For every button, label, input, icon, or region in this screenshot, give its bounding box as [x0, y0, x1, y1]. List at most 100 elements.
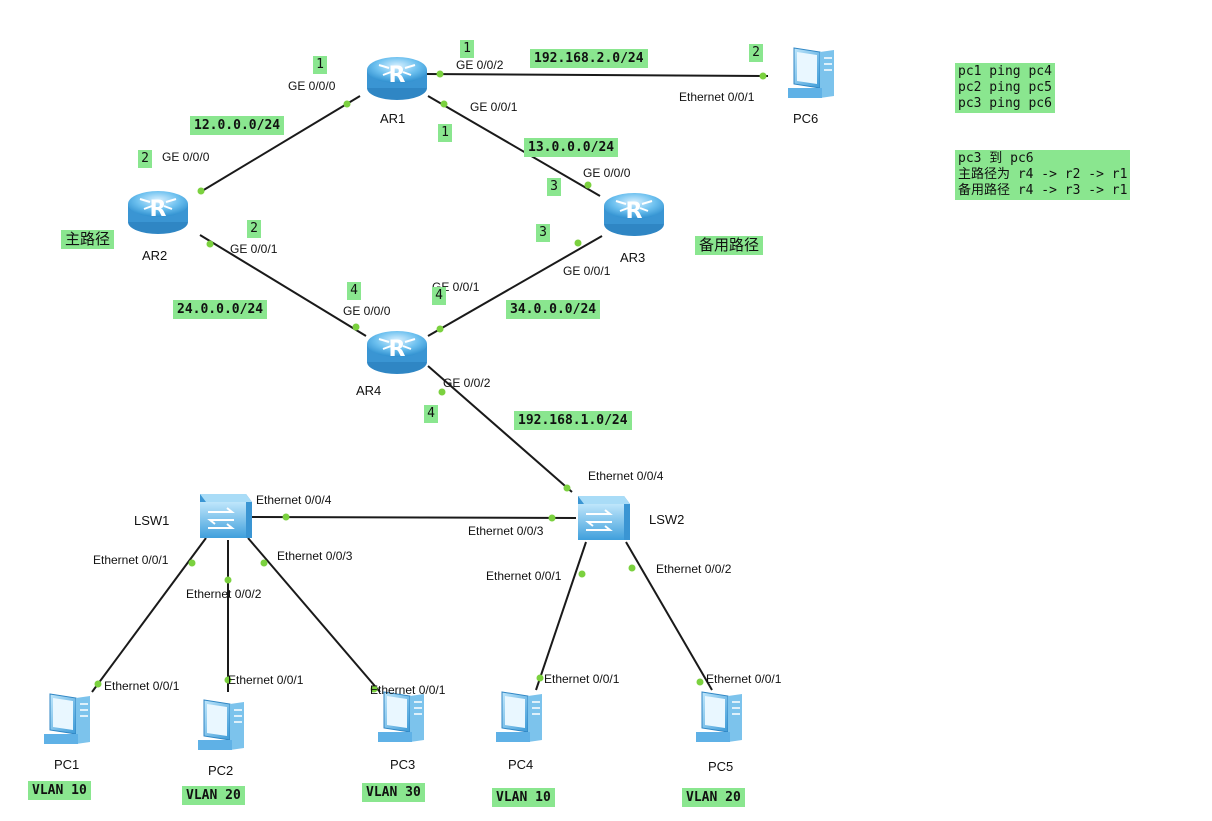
- port-label: Ethernet 0/0/3: [277, 549, 353, 563]
- note-line: pc3 到 pc6: [958, 151, 1034, 166]
- host-id-label: 1: [438, 124, 452, 142]
- router-ar2[interactable]: [127, 190, 189, 235]
- router-ar4[interactable]: [366, 330, 428, 375]
- port-dot: [282, 513, 290, 521]
- port-label: Ethernet 0/0/3: [468, 524, 544, 538]
- port-label: GE 0/0/2: [443, 376, 491, 390]
- port-label: Ethernet 0/0/1: [104, 679, 180, 693]
- port-label: Ethernet 0/0/1: [370, 683, 446, 697]
- port-dot: [584, 181, 592, 189]
- port-dot: [438, 388, 446, 396]
- port-dot: [197, 187, 205, 195]
- port-dot: [260, 559, 268, 567]
- pc-pc2[interactable]: [197, 699, 245, 751]
- port-label: Ethernet 0/0/4: [256, 493, 332, 507]
- router-ar1[interactable]: [366, 56, 428, 101]
- backup-path-tag: 备用路径: [695, 236, 764, 255]
- link-ar4-lsw2: [427, 365, 573, 493]
- pc-pc1[interactable]: [43, 693, 91, 745]
- link-ar3-ar4: [427, 235, 603, 337]
- host-id-label: 2: [138, 150, 152, 168]
- host-id-label: 2: [749, 44, 763, 62]
- link-ar1-pc6: [425, 73, 769, 77]
- vlan-label-pc2: VLAN 20: [182, 786, 245, 805]
- port-label: Ethernet 0/0/2: [186, 587, 262, 601]
- port-dot: [563, 484, 571, 492]
- pc-icon: [43, 693, 91, 745]
- device-label-pc2: PC2: [208, 763, 233, 778]
- port-label: Ethernet 0/0/1: [706, 672, 782, 686]
- link-lsw1-lsw2: [249, 516, 577, 519]
- note-line: 备用路径 r4 -> r3 -> r1: [958, 183, 1128, 198]
- port-label: GE 0/0/0: [162, 150, 210, 164]
- link-ar2-ar4: [199, 234, 367, 337]
- device-label-pc4: PC4: [508, 757, 533, 772]
- subnet-label: 13.0.0.0/24: [524, 138, 619, 157]
- port-dot: [343, 100, 351, 108]
- host-id-label: 3: [547, 178, 561, 196]
- port-dot: [188, 559, 196, 567]
- main-path-tag: 主路径: [61, 230, 115, 249]
- link-lsw1-pc3: [247, 537, 381, 693]
- port-dot: [536, 674, 544, 682]
- switch-lsw2[interactable]: [577, 495, 631, 541]
- note-line: pc3 ping pc6: [958, 96, 1052, 111]
- pc-pc3[interactable]: [377, 691, 425, 743]
- vlan-label-pc4: VLAN 10: [492, 788, 555, 807]
- device-label-pc3: PC3: [390, 757, 415, 772]
- device-label-pc5: PC5: [708, 759, 733, 774]
- pc-icon: [695, 691, 743, 743]
- port-dot: [578, 570, 586, 578]
- port-dot: [696, 678, 704, 686]
- port-dot: [436, 70, 444, 78]
- device-label-lsw2: LSW2: [649, 512, 684, 527]
- vlan-label-pc3: VLAN 30: [362, 783, 425, 802]
- subnet-label: 12.0.0.0/24: [190, 116, 285, 135]
- switch-icon: [199, 493, 253, 539]
- host-id-label: 4: [347, 282, 361, 300]
- port-label: GE 0/0/1: [563, 264, 611, 278]
- note-line: 主路径为 r4 -> r2 -> r1: [958, 167, 1128, 182]
- host-id-label: 4: [432, 287, 446, 305]
- host-id-label: 4: [424, 405, 438, 423]
- pc-icon: [197, 699, 245, 751]
- subnet-label: 192.168.2.0/24: [530, 49, 648, 68]
- port-dot: [224, 676, 232, 684]
- switch-icon: [577, 495, 631, 541]
- link-lsw2-pc5: [625, 541, 713, 691]
- vlan-label-pc5: VLAN 20: [682, 788, 745, 807]
- port-dot: [548, 514, 556, 522]
- subnet-label: 24.0.0.0/24: [173, 300, 268, 319]
- router-ar3[interactable]: [603, 192, 665, 237]
- note-line: pc2 ping pc5: [958, 80, 1052, 95]
- note-line: pc1 ping pc4: [958, 64, 1052, 79]
- port-dot: [352, 323, 360, 331]
- port-label: Ethernet 0/0/1: [679, 90, 755, 104]
- port-label: GE 0/0/2: [456, 58, 504, 72]
- host-id-label: 2: [247, 220, 261, 238]
- port-dot: [94, 680, 102, 688]
- vlan-label-pc1: VLAN 10: [28, 781, 91, 800]
- port-label: Ethernet 0/0/1: [486, 569, 562, 583]
- pc-icon: [787, 47, 835, 99]
- device-label-pc6: PC6: [793, 111, 818, 126]
- port-dot: [440, 100, 448, 108]
- port-label: Ethernet 0/0/1: [228, 673, 304, 687]
- pc-pc6[interactable]: [787, 47, 835, 99]
- port-label: Ethernet 0/0/2: [656, 562, 732, 576]
- pc-icon: [377, 691, 425, 743]
- port-label: Ethernet 0/0/1: [544, 672, 620, 686]
- pc-pc4[interactable]: [495, 691, 543, 743]
- port-dot: [224, 576, 232, 584]
- host-id-label: 1: [313, 56, 327, 74]
- switch-lsw1[interactable]: [199, 493, 253, 539]
- port-label: GE 0/0/0: [343, 304, 391, 318]
- device-label-ar2: AR2: [142, 248, 167, 263]
- subnet-label: 192.168.1.0/24: [514, 411, 632, 430]
- port-label: GE 0/0/0: [288, 79, 336, 93]
- router-icon: [366, 330, 428, 375]
- pc-pc5[interactable]: [695, 691, 743, 743]
